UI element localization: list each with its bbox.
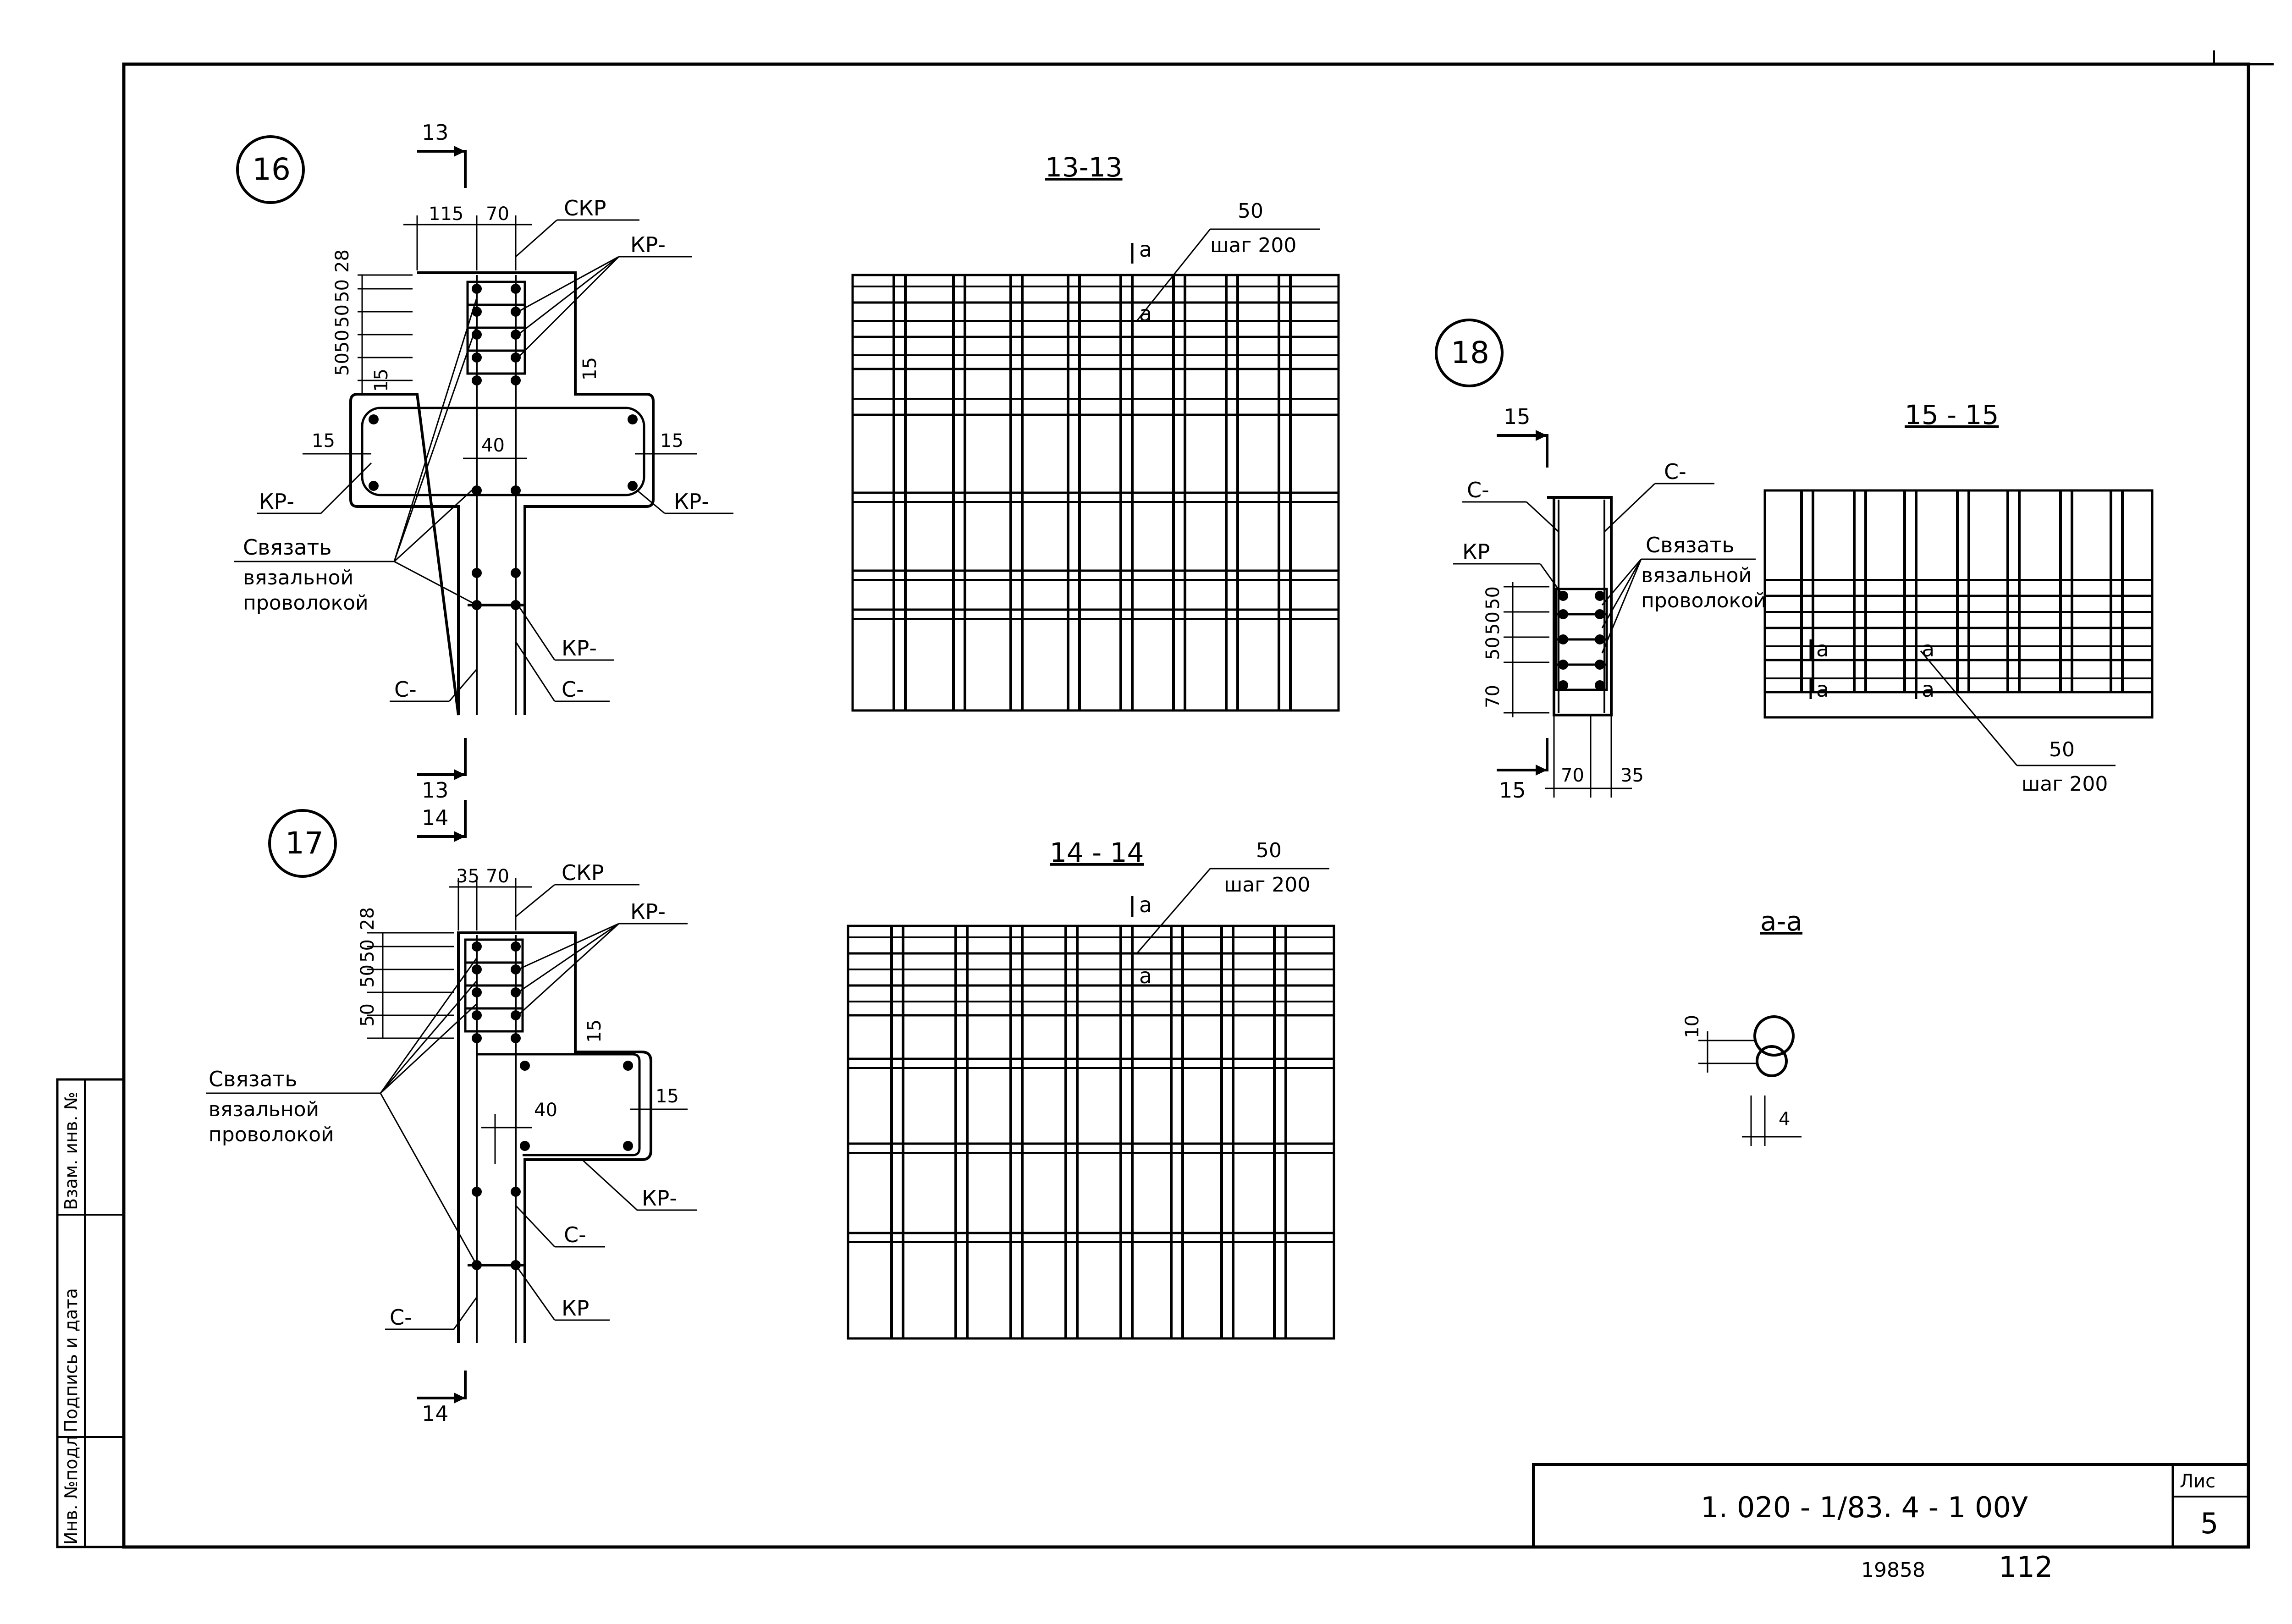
section-14-14-marker: а <box>1139 892 1152 917</box>
section-15-15: 15 - 15 а а а а 50 шаг 200 <box>1763 399 2154 796</box>
detail-18-tie-note-3: проволокой <box>1641 589 1767 612</box>
detail-16-dim-left-5: 50 <box>332 352 353 376</box>
detail-16-dim-left-2: 50 <box>332 279 353 303</box>
detail-17-tie-note-1: Связать <box>209 1067 297 1091</box>
detail-18-dim-left-4: 70 <box>1482 685 1504 708</box>
detail-18-section-top: 15 <box>1504 404 1531 429</box>
archive-number: 19858 <box>1861 1558 1925 1582</box>
detail-16-tie-note-1: Связать <box>243 535 331 560</box>
detail-16-tie-note-2: вязальной <box>243 566 353 589</box>
sheet-label: Лис <box>2180 1471 2215 1492</box>
section-a-a: а-а 10 4 <box>1682 906 1802 1146</box>
detail-16: 16 13 13 <box>234 120 733 803</box>
detail-18-tie-note-1: Связать <box>1646 533 1734 557</box>
side-stamp: Взам. инв. № Подпись и дата Инв. №подл <box>56 1078 125 1548</box>
detail-18-label-kr: КР <box>1462 539 1490 564</box>
detail-16-section-top: 13 <box>422 120 449 145</box>
detail-16-label-kr-right: КР- <box>674 489 709 514</box>
section-13-13-step: шаг 200 <box>1210 234 1296 257</box>
detail-17-number: 17 <box>285 826 324 861</box>
detail-18-section-bottom: 15 <box>1499 778 1526 803</box>
detail-16-dim-flange-2: 15 <box>579 357 601 380</box>
section-15-15-step: шаг 200 <box>2022 772 2108 796</box>
section-15-15-spacing: 50 <box>2049 738 2075 761</box>
detail-17-section-top: 14 <box>422 805 449 830</box>
detail-18-dim-left-2: 50 <box>1482 611 1504 635</box>
section-13-13-spacing: 50 <box>1238 199 1263 223</box>
detail-16-dim-flange-5: 40 <box>481 435 505 456</box>
section-14-14-spacing: 50 <box>1256 839 1282 862</box>
detail-17-dim-flange-2: 15 <box>656 1086 679 1107</box>
section-15-15-title: 15 - 15 <box>1905 399 1999 430</box>
detail-17-dim-left-1: 28 <box>357 907 378 930</box>
section-13-13: 13-13 а а 50 шаг 200 <box>851 152 1340 712</box>
detail-16-label-kr: КР- <box>630 232 666 257</box>
detail-16-dim-flange-1: 15 <box>371 369 392 392</box>
detail-18-label-c-left: С- <box>1467 478 1489 502</box>
section-13-13-title: 13-13 <box>1045 152 1123 183</box>
side-stamp-col2: Подпись и дата <box>61 1288 81 1432</box>
detail-17-tie-note-2: вязальной <box>209 1098 319 1121</box>
section-14-14-marker-2: а <box>1139 963 1152 988</box>
page-number: 112 <box>1999 1550 2053 1584</box>
detail-16-section-bottom: 13 <box>422 778 449 803</box>
detail-16-dim-flange-3: 15 <box>312 430 335 451</box>
section-15-15-marker-4: а <box>1922 677 1934 702</box>
section-a-a-dim-horizontal: 4 <box>1779 1109 1790 1130</box>
detail-18-dim-left-3: 50 <box>1482 637 1504 660</box>
detail-17-dim-flange-3: 40 <box>534 1100 557 1121</box>
detail-17-tie-note-3: проволокой <box>209 1123 334 1146</box>
detail-16-dim-left-1: 28 <box>332 249 353 273</box>
detail-18: 18 15 15 50 50 50 70 <box>1435 319 1767 803</box>
detail-17-label-kr-bottom: КР <box>562 1296 589 1321</box>
detail-16-label-c-left: С- <box>394 677 417 702</box>
detail-17-label-kr: КР- <box>630 899 666 924</box>
section-15-15-marker: а <box>1816 637 1829 661</box>
detail-16-dim-left-4: 50 <box>332 330 353 353</box>
sheet-number: 5 <box>2200 1507 2218 1540</box>
detail-16-dim-left-3: 50 <box>332 304 353 328</box>
detail-17-label-c-right: С- <box>564 1222 586 1247</box>
detail-16-tie-note-3: проволокой <box>243 591 369 615</box>
detail-16-label-kr-left: КР- <box>259 489 294 514</box>
detail-16-dim-top-1: 115 <box>429 204 463 225</box>
detail-16-label-c-right: С- <box>562 677 584 702</box>
detail-16-label-kr-bottom: КР- <box>562 636 597 661</box>
section-a-a-dim-vertical: 10 <box>1682 1015 1703 1038</box>
section-15-15-marker-2: а <box>1816 677 1829 702</box>
detail-16-dim-flange-4: 15 <box>660 430 683 451</box>
drawing-code: 1. 020 - 1/83. 4 - 1 00У <box>1701 1491 2028 1524</box>
section-14-14: 14 - 14 а а 50 шаг 200 <box>847 837 1335 1340</box>
section-a-a-title: а-а <box>1760 906 1802 937</box>
title-block: 1. 020 - 1/83. 4 - 1 00У Лис 5 19858 112 <box>1532 1463 2250 1584</box>
detail-16-label-skr: СКР <box>564 196 606 220</box>
detail-17-dim-top-1: 35 <box>456 866 479 887</box>
side-stamp-col3: Взам. инв. № <box>61 1092 81 1210</box>
detail-17-dim-top-2: 70 <box>486 866 509 887</box>
detail-17-dim-left-2: 50 <box>357 939 378 963</box>
sheet-frame <box>122 50 2274 1549</box>
detail-17-dim-left-4: 50 <box>357 1003 378 1027</box>
detail-17-label-skr: СКР <box>562 860 604 885</box>
detail-17-section-bottom: 14 <box>422 1401 449 1426</box>
detail-17-label-c-left: С- <box>390 1305 412 1330</box>
side-stamp-col1: Инв. №подл <box>61 1436 81 1545</box>
detail-18-dim-bottom-2: 35 <box>1620 765 1644 786</box>
detail-18-dim-bottom-1: 70 <box>1561 765 1584 786</box>
section-13-13-marker: а <box>1139 237 1152 262</box>
detail-18-label-c-right: С- <box>1664 459 1686 484</box>
detail-17-dim-left-3: 50 <box>357 964 378 988</box>
section-15-15-marker-3: а <box>1922 637 1934 661</box>
section-14-14-step: шаг 200 <box>1224 873 1310 897</box>
detail-17-label-kr-right: КР- <box>642 1186 677 1211</box>
detail-18-tie-note-2: вязальной <box>1641 564 1752 587</box>
detail-17-dim-flange-1: 15 <box>584 1019 605 1043</box>
detail-16-number: 16 <box>252 152 291 187</box>
detail-16-dim-top-2: 70 <box>486 204 509 225</box>
detail-18-number: 18 <box>1451 335 1489 370</box>
section-14-14-title: 14 - 14 <box>1050 837 1144 868</box>
detail-18-dim-left-1: 50 <box>1482 586 1504 610</box>
detail-17: 17 14 14 35 70 <box>206 800 697 1426</box>
